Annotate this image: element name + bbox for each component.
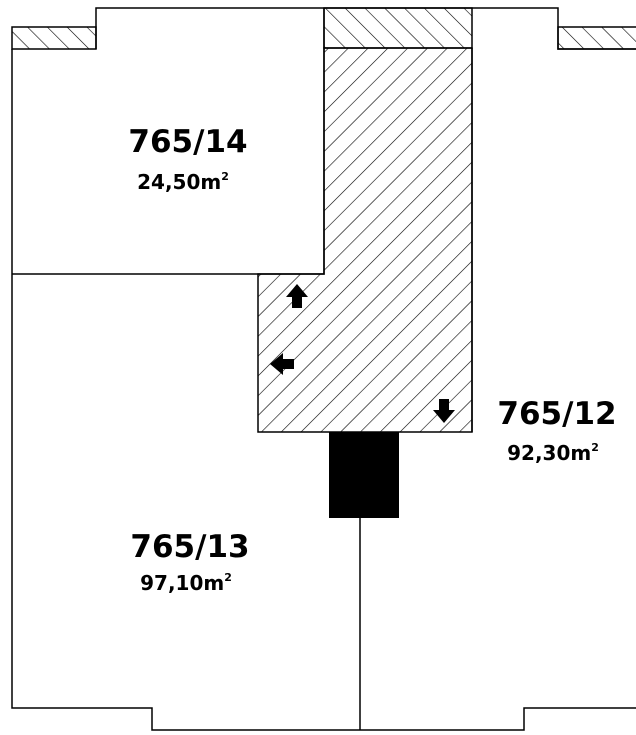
plot-area: 97,10m2 bbox=[140, 571, 232, 595]
shared-area bbox=[257, 47, 473, 433]
outer-boundary-left bbox=[11, 49, 636, 731]
arrow-down-icon bbox=[433, 399, 455, 423]
plot-label-765-14: 765/14 24,50m2 bbox=[128, 124, 247, 194]
arrow-left-icon bbox=[270, 353, 294, 375]
plot-765-14-boundary bbox=[12, 8, 325, 275]
plot-number: 765/13 bbox=[130, 529, 249, 565]
plot-label-765-12: 765/12 92,30m2 bbox=[497, 396, 616, 465]
outer-boundary-right bbox=[472, 7, 636, 50]
wall-hatch-left bbox=[11, 26, 97, 50]
wall-hatch-right bbox=[557, 26, 636, 50]
arrow-up-icon bbox=[286, 284, 308, 308]
plot-area: 92,30m2 bbox=[507, 441, 599, 465]
building-block bbox=[329, 432, 399, 518]
outer-boundary bbox=[95, 7, 472, 49]
wall-hatch-center bbox=[323, 7, 473, 49]
plot-number: 765/14 bbox=[128, 124, 247, 160]
plot-number: 765/12 bbox=[497, 396, 616, 432]
plot-area: 24,50m2 bbox=[137, 170, 229, 194]
plot-label-765-13: 765/13 97,10m2 bbox=[130, 529, 249, 595]
